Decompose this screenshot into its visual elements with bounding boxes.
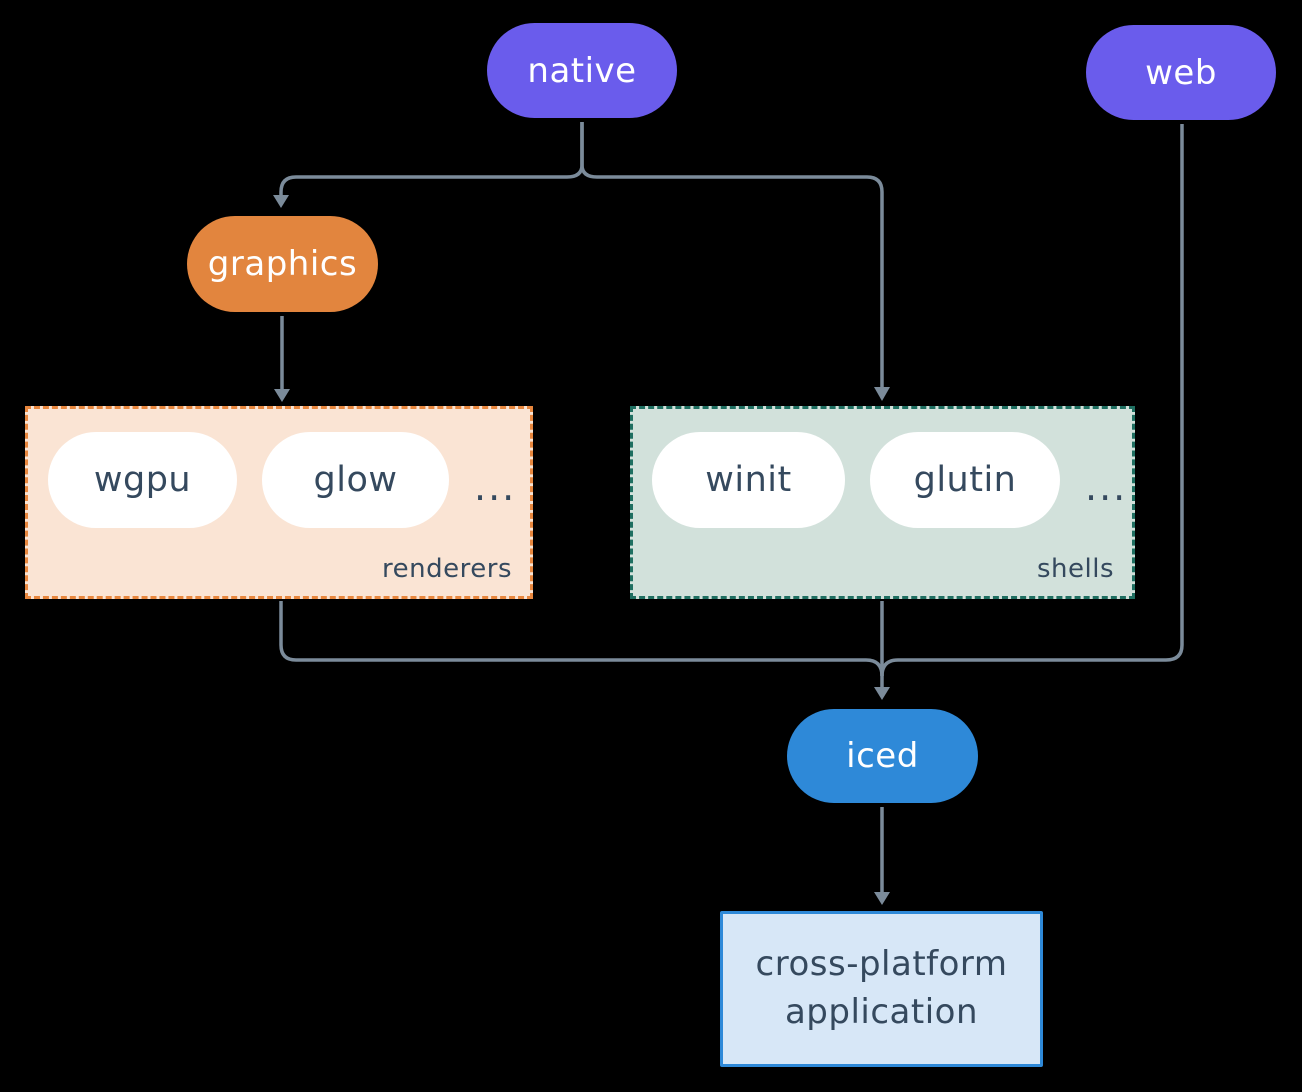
renderers-group-label: renderers [382,554,512,584]
edge-native-shells [580,122,884,387]
node-wgpu-label: wgpu [93,460,192,500]
app-label-line1: cross-platform [755,944,1008,985]
arrowhead-renderers [274,389,290,402]
node-graphics: graphics [187,216,378,312]
node-native-label: native [527,50,637,91]
arrowhead-graphics [273,195,289,208]
node-winit: winit [652,432,845,528]
shells-pill-row: winit glutin ... [652,432,1127,528]
node-native: native [487,23,677,118]
shells-group-label: shells [1036,554,1114,584]
app-label-line2: application [784,992,979,1032]
arrowhead-app [874,892,890,905]
node-graphics-label: graphics [207,244,358,284]
shells-ellipsis: ... [1085,465,1128,509]
edge-native-graphics [279,122,584,195]
edge-renderers-iced [279,601,884,677]
node-web-label: web [1145,52,1217,93]
renderers-ellipsis: ... [474,465,517,509]
arrowhead-shells [874,387,890,401]
node-winit-label: winit [705,460,792,500]
node-glutin-label: glutin [913,460,1017,500]
renderers-pill-row: wgpu glow ... [48,432,516,528]
node-glutin: glutin [870,432,1060,528]
node-glow-label: glow [313,460,398,500]
arrowhead-iced [874,687,890,700]
group-renderers: wgpu glow ... renderers [25,406,533,599]
group-shells: winit glutin ... shells [630,406,1135,599]
node-iced-label: iced [846,736,919,776]
node-cross-platform-application: cross-platform application [720,911,1043,1067]
node-iced: iced [787,709,978,803]
edge-web-iced [880,124,1184,677]
node-wgpu: wgpu [48,432,237,528]
node-web: web [1086,25,1276,120]
node-glow: glow [262,432,449,528]
